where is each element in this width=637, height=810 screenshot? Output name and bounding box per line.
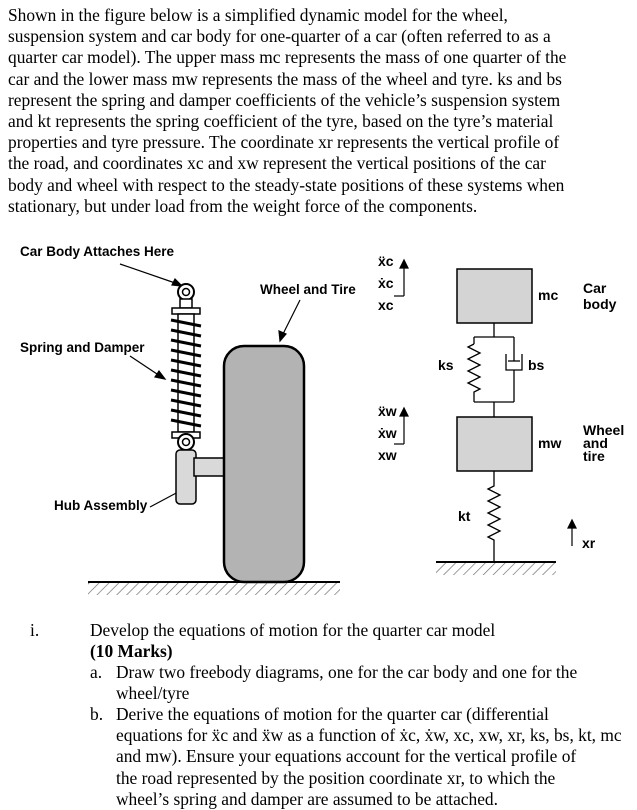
question-text: Develop the equations of motion for the … <box>90 620 496 640</box>
part-b-line: the road represented by the position coo… <box>116 767 556 788</box>
hub-assembly <box>175 449 231 505</box>
intro-line: and kt represents the spring coefficient… <box>8 111 554 132</box>
question-part-a: a. Draw two freebody diagrams, one for t… <box>90 662 630 704</box>
part-letter: b. <box>90 704 104 724</box>
intro-line: stationary, but under load from the weig… <box>8 195 478 216</box>
suspension-spring <box>466 343 482 396</box>
intro-line: suspension system and car body for one-q… <box>8 26 551 47</box>
suspension-links <box>473 323 515 417</box>
xr-label: xr <box>582 535 596 551</box>
left-ground <box>88 581 340 595</box>
question-part-b: b. Derive the equations of motion for th… <box>90 704 630 810</box>
car-body-label-line2: body <box>583 296 617 312</box>
intro-line: properties and tyre pressure. The coordi… <box>8 132 560 153</box>
car-body-label-line1: Car <box>583 280 607 296</box>
ks-label: ks <box>438 357 454 373</box>
part-b-line: wheel’s spring and damper are assumed to… <box>116 788 498 809</box>
wheel-and-tire-label: Wheel and Tire <box>260 282 356 297</box>
position-arrows <box>394 258 577 546</box>
spring-and-damper-label: Spring and Damper <box>20 340 145 355</box>
xc-label: xc <box>378 297 394 313</box>
part-a-line: Draw two freebody diagrams, one for the … <box>116 662 578 682</box>
tire <box>222 344 306 584</box>
part-a-line: wheel/tyre <box>116 683 190 704</box>
leader-lines <box>119 263 301 508</box>
hub-assembly-label: Hub Assembly <box>54 498 148 513</box>
xw-ddot-label: ẍw <box>378 403 397 419</box>
coilover-assembly <box>170 283 202 451</box>
wheel-tire-label-line3: tire <box>583 448 605 464</box>
car-body-mass <box>456 268 533 324</box>
intro-line: the road, and coordinates xc and xw repr… <box>8 153 546 174</box>
wheel-tire-label-line1: Wheel <box>583 422 624 438</box>
intro-paragraph: Shown in the figure below is a simplifie… <box>8 5 632 217</box>
intro-line: represent the spring and damper coeffici… <box>8 89 561 110</box>
intro-line: car and the lower mass mw represents the… <box>8 68 562 89</box>
quarter-car-figure: Car Body Attaches Here Wheel and Tire Sp… <box>20 244 624 595</box>
wheel-tire-label-line2: and <box>583 435 608 451</box>
xc-dot-label: ẋc <box>378 275 394 291</box>
intro-line: quarter car model). The upper mass mc re… <box>8 47 567 68</box>
intro-line: Shown in the figure below is a simplifie… <box>8 5 508 25</box>
mc-label: mc <box>538 287 558 303</box>
question-marks: (10 Marks) <box>90 641 173 661</box>
part-b-line: Derive the equations of motion for the q… <box>116 704 549 724</box>
suspension-damper <box>505 351 523 377</box>
part-b-line: and mw). Ensure your equations account f… <box>116 746 577 767</box>
intro-line: body and wheel with respect to the stead… <box>8 174 565 195</box>
part-letter: a. <box>90 662 103 682</box>
xw-label: xw <box>378 447 397 463</box>
kt-label: kt <box>458 508 471 524</box>
part-b-line: equations for ẍc and ẍw as a function of… <box>116 725 622 746</box>
right-ground <box>436 561 556 575</box>
question-number: i. <box>30 620 40 640</box>
tire-spring <box>486 471 502 562</box>
xw-dot-label: ẋw <box>378 425 397 441</box>
bs-label: bs <box>528 357 545 373</box>
wheel-mass <box>456 416 533 472</box>
mw-label: mw <box>538 435 561 451</box>
xc-ddot-label: ẍc <box>378 253 394 269</box>
car-body-attaches-label: Car Body Attaches Here <box>20 244 175 259</box>
